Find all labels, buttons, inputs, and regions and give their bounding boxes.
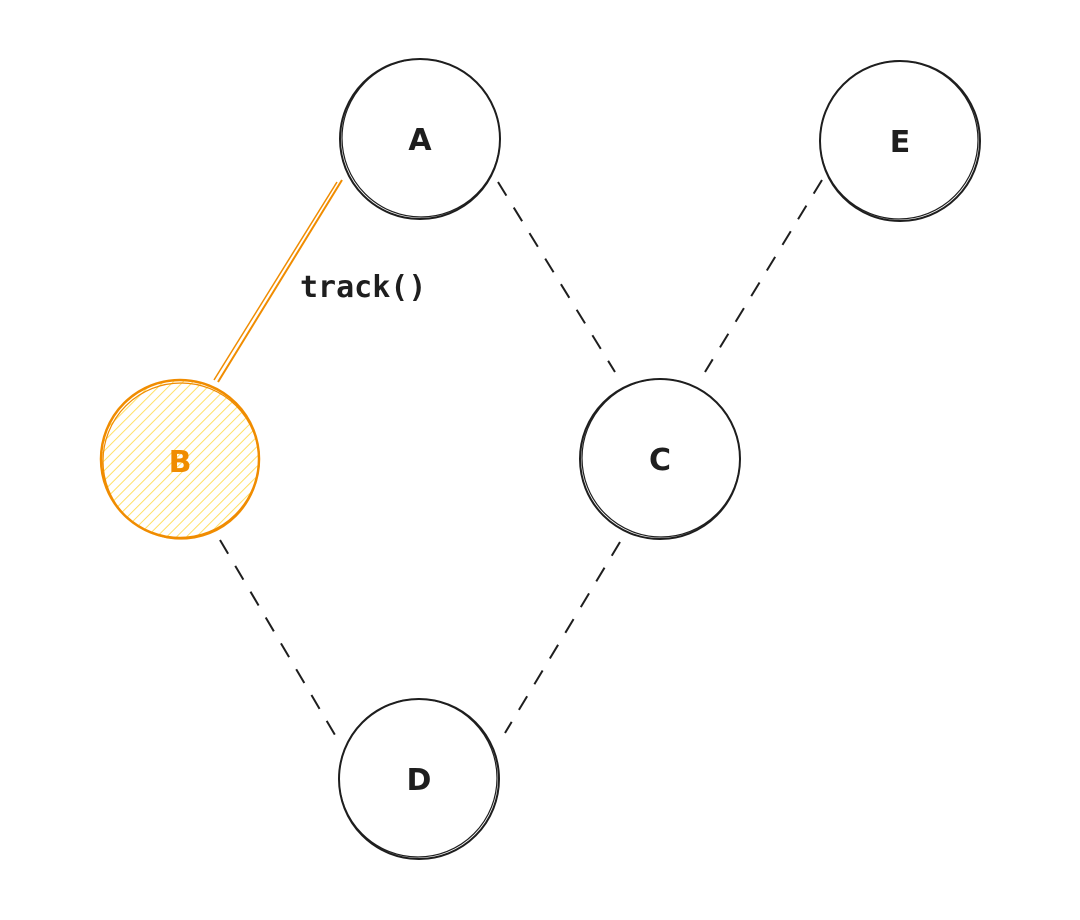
node-label: A	[408, 123, 432, 158]
edge-b-d	[219, 539, 336, 736]
node-label: E	[890, 125, 911, 160]
node-circle-sketch	[102, 382, 260, 540]
node-circle-sketch	[338, 698, 498, 858]
node-circle-sketch	[341, 58, 501, 218]
edge-a-b-second-stroke	[213, 181, 338, 381]
edge-e-c	[704, 179, 823, 373]
node-d: D	[338, 698, 500, 860]
edge-a-c	[497, 181, 616, 373]
node-b: B	[99, 378, 261, 540]
edges	[213, 179, 823, 736]
node-a: A	[339, 58, 501, 220]
node-label: C	[649, 443, 671, 478]
node-circle-sketch	[581, 378, 741, 538]
node-label: D	[407, 763, 432, 798]
node-circle-sketch	[819, 60, 979, 220]
edge-label-track: track()	[300, 270, 426, 305]
node-c: C	[579, 378, 741, 540]
edge-c-d	[504, 541, 621, 734]
node-label: B	[169, 445, 192, 480]
node-e: E	[819, 60, 981, 222]
edge-a-b	[217, 179, 343, 383]
